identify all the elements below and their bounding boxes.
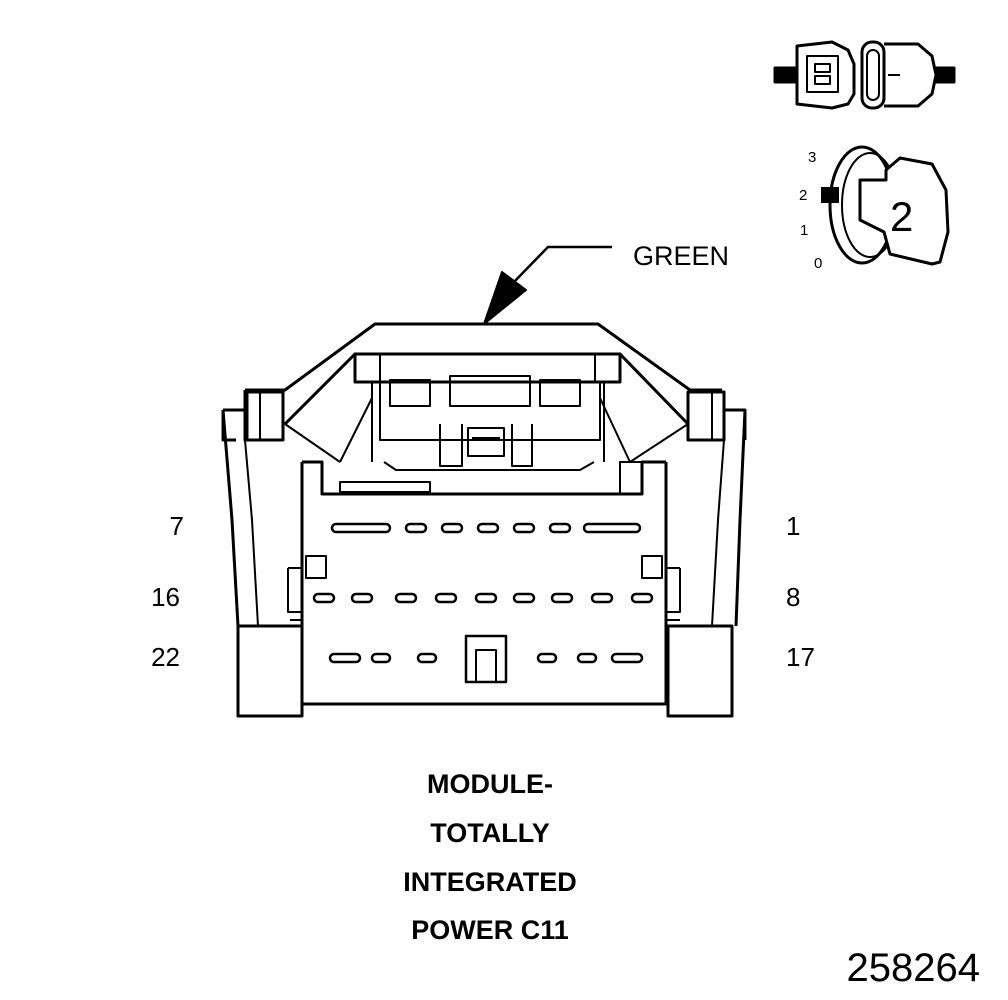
pin-cavity <box>440 522 464 534</box>
title-line-2: TOTALLY <box>430 818 550 848</box>
position-dial-icon <box>821 145 950 266</box>
pin-cavity <box>476 522 500 534</box>
pin-cavity <box>394 592 418 604</box>
title-line-3: INTEGRATED <box>403 867 577 897</box>
pin-row-2 <box>312 592 654 604</box>
position-scale-3: 3 <box>808 149 817 166</box>
pin-cavity <box>474 592 498 604</box>
pin-cavity <box>312 592 336 604</box>
pin-cavity <box>550 592 574 604</box>
pin-cavity <box>610 652 644 664</box>
pin-cavity <box>370 652 392 664</box>
key-icon <box>773 40 956 110</box>
pin-number-row1-right: 1 <box>786 511 801 541</box>
pin-cavity <box>512 522 536 534</box>
pin-number-row3-right: 17 <box>786 642 815 672</box>
pin-number-row3-left: 22 <box>151 642 180 672</box>
pin-number-row2-left: 16 <box>151 582 180 612</box>
polarization-key <box>464 634 508 684</box>
connector-body <box>221 322 747 718</box>
pin-cavity <box>548 522 572 534</box>
polarization-slot <box>475 649 497 683</box>
title-line-1: MODULE- <box>427 769 553 799</box>
pin-cavity <box>536 652 558 664</box>
pin-cavity <box>328 652 362 664</box>
pin-cavity <box>512 592 536 604</box>
color-label: GREEN <box>633 241 730 271</box>
pin-cavity <box>630 592 654 604</box>
pin-cavity <box>350 592 374 604</box>
position-scale-1: 1 <box>800 222 809 239</box>
position-selected-value: 2 <box>890 193 914 240</box>
pin-cavity <box>416 652 438 664</box>
diagram-id: 258264 <box>846 946 980 990</box>
pin-cavity <box>582 522 642 534</box>
pin-cavity <box>576 652 598 664</box>
pin-cavity <box>404 522 428 534</box>
position-scale-0: 0 <box>814 255 823 272</box>
pin-number-row1-left: 7 <box>169 511 184 541</box>
position-scale-2: 2 <box>799 187 808 204</box>
pin-cavity <box>434 592 458 604</box>
title-line-4: POWER C11 <box>411 915 569 945</box>
pin-row-3 <box>328 634 644 684</box>
pin-row-1 <box>330 522 642 534</box>
pin-cavity <box>330 522 392 534</box>
green-callout-arrow <box>483 245 612 325</box>
pin-cavity <box>590 592 614 604</box>
pin-number-row2-right: 8 <box>786 582 801 612</box>
